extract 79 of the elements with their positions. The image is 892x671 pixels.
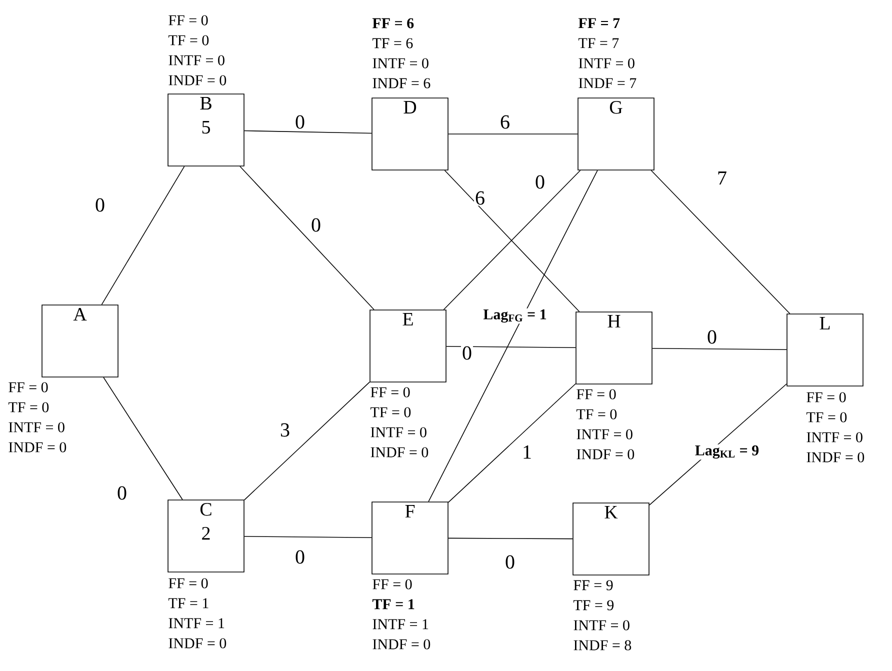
float-value: INTF = 1 bbox=[168, 618, 224, 628]
float-value: FF = 0 bbox=[806, 392, 846, 402]
edge-label: 1 bbox=[521, 444, 533, 460]
float-value: TF = 9 bbox=[573, 600, 614, 610]
float-value: INTF = 0 bbox=[372, 58, 428, 68]
activity-box: K bbox=[572, 502, 650, 576]
activity-box: D bbox=[372, 98, 448, 170]
float-value: INDF = 0 bbox=[168, 638, 226, 648]
float-value: FF = 0 bbox=[370, 387, 410, 398]
float-value: TF = 1 bbox=[372, 599, 414, 610]
float-value: TF = 0 bbox=[168, 35, 209, 46]
float-value: FF = 6 bbox=[372, 18, 414, 28]
activity-box: B 5 bbox=[168, 94, 244, 166]
float-value: INTF = 0 bbox=[8, 422, 64, 432]
activity-box: F bbox=[372, 502, 448, 574]
edge-label: 0 bbox=[461, 345, 473, 361]
edge-label: 6 bbox=[499, 114, 511, 130]
edge-label: 0 bbox=[294, 114, 306, 130]
edge-label: 0 bbox=[116, 485, 128, 501]
edge-label: Lag$_{KL}$ = 9 bbox=[694, 444, 760, 460]
edge-label: 0 bbox=[310, 217, 322, 233]
float-value: INTF = 0 bbox=[370, 427, 426, 438]
float-value: FF = 0 bbox=[168, 15, 208, 26]
connector-line bbox=[446, 346, 576, 348]
connector-line bbox=[244, 382, 370, 500]
connector-line bbox=[240, 166, 374, 310]
float-value: FF = 7 bbox=[578, 18, 620, 28]
edge-label: 0 bbox=[706, 329, 718, 345]
connector-line bbox=[428, 170, 598, 502]
float-value: INDF = 8 bbox=[574, 640, 632, 650]
float-value: INTF = 0 bbox=[576, 429, 632, 440]
float-value: INTF = 1 bbox=[372, 619, 428, 630]
connector-line bbox=[244, 536, 372, 538]
float-value: INTF = 0 bbox=[168, 55, 224, 66]
float-value: INDF = 0 bbox=[8, 442, 66, 452]
float-value: INDF = 6 bbox=[372, 78, 430, 88]
float-value: INDF = 7 bbox=[578, 78, 636, 88]
connector-line bbox=[652, 348, 787, 350]
float-value: INTF = 0 bbox=[574, 620, 630, 630]
connector-line bbox=[649, 383, 787, 506]
connector-line bbox=[650, 170, 790, 314]
float-value: FF = 9 bbox=[574, 580, 613, 590]
float-value: INDF = 0 bbox=[806, 452, 864, 462]
edge-label: 0 bbox=[504, 554, 516, 570]
activity-box: C 2 bbox=[168, 500, 244, 572]
edge-label: 0 bbox=[534, 174, 546, 190]
float-value: FF = 0 bbox=[576, 389, 616, 400]
edge-label: Lag$_{FG}$ = 1 bbox=[482, 308, 548, 324]
connector-line bbox=[103, 377, 183, 500]
float-value: TF = 0 bbox=[370, 407, 411, 418]
float-value: INDF = 0 bbox=[370, 447, 428, 458]
activity-box: L bbox=[786, 314, 864, 386]
float-value: TF = 0 bbox=[8, 402, 49, 412]
connector-line bbox=[244, 130, 372, 134]
connector-line bbox=[101, 166, 185, 305]
float-value: TF = 0 bbox=[576, 409, 617, 420]
connector-line bbox=[448, 538, 573, 540]
float-value: FF = 0 bbox=[372, 579, 412, 590]
edge-label: 0 bbox=[294, 549, 306, 565]
connector-line bbox=[448, 383, 576, 503]
edge-label: 3 bbox=[279, 422, 291, 438]
float-value: INTF = 0 bbox=[806, 432, 862, 442]
activity-box: A bbox=[42, 304, 118, 378]
float-value: FF = 0 bbox=[168, 578, 208, 588]
activity-box: H bbox=[576, 312, 652, 384]
activity-box: G bbox=[578, 98, 654, 170]
float-value: TF = 6 bbox=[372, 38, 413, 48]
float-value: FF = 0 bbox=[8, 382, 48, 392]
float-value: TF = 0 bbox=[806, 412, 847, 422]
edge-label: 6 bbox=[474, 190, 486, 206]
float-value: INTF = 0 bbox=[578, 58, 634, 68]
float-value: TF = 1 bbox=[168, 598, 208, 608]
float-value: TF = 7 bbox=[578, 38, 619, 48]
activity-box: E bbox=[370, 310, 446, 382]
edge-label: 7 bbox=[716, 170, 728, 186]
float-value: INDF = 0 bbox=[372, 639, 430, 650]
float-value: INDF = 0 bbox=[576, 449, 634, 460]
edge-label: 0 bbox=[94, 197, 106, 213]
float-value: INDF = 0 bbox=[168, 75, 226, 86]
